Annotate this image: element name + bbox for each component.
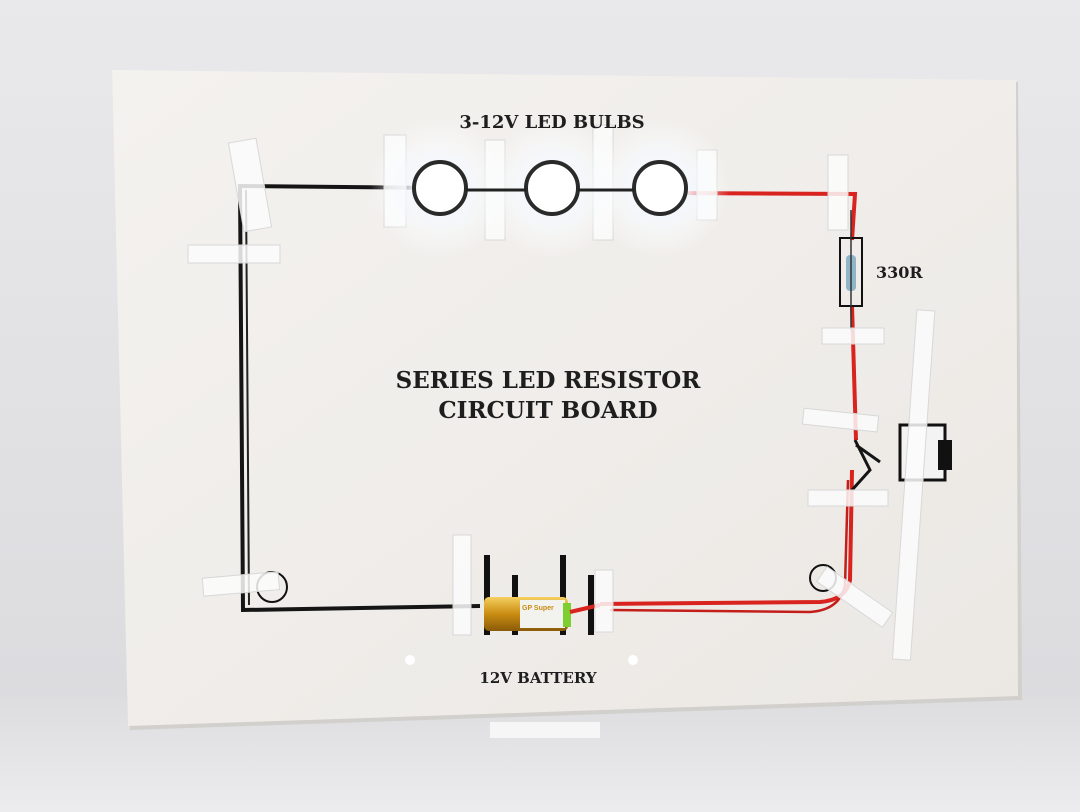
led-label: 3-12V LED BULBS xyxy=(459,112,644,133)
resistor-label: 330R xyxy=(876,263,923,282)
board-title-line2: CIRCUIT BOARD xyxy=(438,397,657,424)
battery-terminal xyxy=(563,603,571,627)
switch-wires xyxy=(850,439,881,492)
board-title-line1: SERIES LED RESISTOR xyxy=(396,367,702,394)
led-reflection xyxy=(628,655,638,665)
board-stand xyxy=(490,722,600,738)
led-bulb-3 xyxy=(632,160,688,216)
battery-logo: GP Super xyxy=(522,605,554,612)
led-reflection xyxy=(405,655,415,665)
board xyxy=(112,70,1018,726)
led-bulb-2 xyxy=(524,160,580,216)
led-bulbs xyxy=(370,118,730,258)
battery-label-text: 12V BATTERY xyxy=(479,669,596,687)
switch-rocker[interactable] xyxy=(938,440,952,470)
negative-wire xyxy=(237,183,481,613)
led-bulb-1 xyxy=(412,160,468,216)
battery-label xyxy=(520,600,565,628)
